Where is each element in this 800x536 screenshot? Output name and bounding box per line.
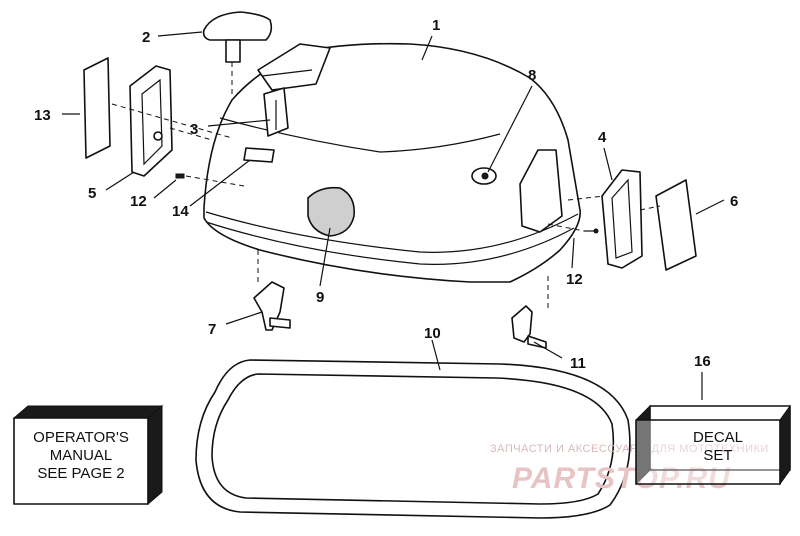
callout-13: 13 (34, 107, 51, 124)
callout-1: 1 (432, 17, 440, 34)
callout-numbers: 1 2 3 4 5 6 7 8 9 10 11 12 12 13 14 16 (34, 17, 738, 372)
part-9-pad (307, 186, 356, 237)
decal-box-line2: SET (703, 447, 732, 464)
callout-7: 7 (208, 321, 216, 338)
callout-8: 8 (528, 67, 536, 84)
assembly-lines (111, 62, 661, 312)
callout-16: 16 (694, 353, 711, 370)
callout-5: 5 (88, 185, 96, 202)
callout-14: 14 (172, 203, 189, 220)
callout-12-right: 12 (566, 271, 583, 288)
part-7-bracket (253, 281, 291, 331)
part-11-bracket (511, 305, 547, 349)
part-5-frame (129, 65, 173, 177)
callout-12-left: 12 (130, 193, 147, 210)
part-10-gasket (195, 359, 631, 519)
watermark-line1: ЗАПЧАСТИ И АКСЕССУАРЫ ДЛЯ МОТОТЕХНИКИ (490, 443, 769, 455)
manual-box-line1: OPERATOR'S (33, 429, 129, 446)
part-6-plate (655, 179, 697, 271)
callout-6: 6 (730, 193, 738, 210)
callout-3: 3 (190, 121, 198, 138)
decal-box-line1: DECAL (693, 429, 743, 446)
part-1-engine-cover (203, 42, 581, 283)
manual-box-line3: SEE PAGE 2 (37, 465, 124, 482)
callout-4: 4 (598, 129, 607, 146)
part-2-cap (202, 11, 273, 63)
part-13-plate (83, 57, 111, 159)
callout-2: 2 (142, 29, 150, 46)
callout-11: 11 (570, 355, 586, 372)
callout-9: 9 (316, 289, 324, 306)
watermark: ЗАПЧАСТИ И АКСЕССУАРЫ ДЛЯ МОТОТЕХНИКИ PA… (490, 443, 769, 495)
decal-set-box: DECAL SET (635, 404, 791, 486)
operators-manual-box: OPERATOR'S MANUAL SEE PAGE 2 (12, 404, 164, 506)
manual-box-line2: MANUAL (50, 447, 113, 464)
part-4-frame (601, 169, 643, 269)
watermark-line2: PARTSTOP.RU (512, 462, 731, 495)
callout-10: 10 (424, 325, 441, 342)
part-12-screws (175, 173, 599, 234)
leader-lines (62, 31, 725, 400)
